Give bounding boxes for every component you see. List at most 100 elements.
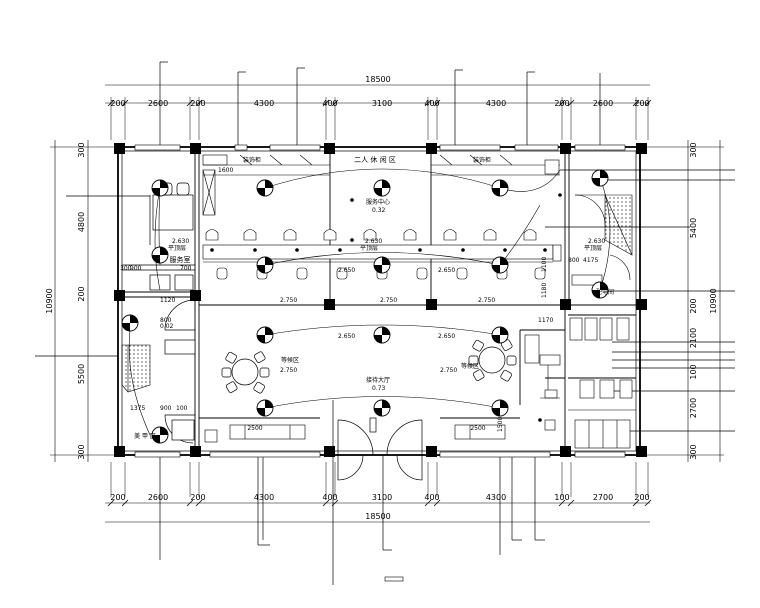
nail-stool [336, 267, 348, 280]
bottom-segment-label: 3100 [372, 493, 392, 502]
stair-left [121, 344, 151, 393]
entrance-doors [337, 417, 423, 481]
left-segment-label: 300 [77, 142, 86, 157]
bottom-segment-label: 400 [322, 493, 337, 502]
top-segment-label: 2600 [593, 99, 613, 108]
svg-text:平顶层: 平顶层 [360, 245, 378, 252]
right-segment-label: 300 [689, 444, 698, 459]
nail-stool [416, 267, 428, 280]
svg-text:2.630: 2.630 [588, 238, 605, 245]
top-segment-label: 2600 [148, 99, 168, 108]
svg-text:800: 800 [160, 317, 172, 324]
ceiling-light-icon [373, 399, 391, 417]
nail-chair [483, 229, 497, 241]
bottom-tick [632, 499, 640, 507]
svg-text:900: 900 [160, 405, 172, 412]
svg-text:1100: 1100 [541, 257, 548, 272]
top-segment-label: 4300 [486, 99, 506, 108]
cabinet-label-left: 装饰柜 [243, 156, 261, 164]
bench-label-left: 2500 [247, 425, 262, 432]
nail-stool [534, 267, 546, 280]
nail-stool [296, 267, 308, 280]
nail-chair [205, 229, 219, 241]
ceiling-light-icon [591, 281, 609, 299]
bottom-segment-label: 2700 [593, 493, 613, 502]
ceiling-light-icon [591, 169, 609, 187]
svg-text:1170: 1170 [538, 317, 553, 324]
bench-label-right: 2500 [470, 425, 485, 432]
svg-text:1180: 1180 [541, 283, 548, 298]
svg-text:300: 300 [120, 265, 132, 272]
ceiling-light-icon [491, 326, 509, 344]
benches [204, 424, 506, 443]
left-segment-label: 5500 [77, 364, 86, 384]
ceiling-light-icon [151, 246, 169, 264]
nail-chair [443, 229, 457, 241]
ceiling-light-icon [151, 179, 169, 197]
right-dimension-chain [640, 140, 724, 462]
right-segment-label: 2100 [689, 328, 698, 348]
nail-chair [323, 229, 337, 241]
nail-chair [363, 229, 377, 241]
top-segment-label: 400 [424, 99, 439, 108]
svg-text:800: 800 [568, 257, 580, 264]
svg-text:900: 900 [130, 265, 142, 272]
ceiling-light-icon [491, 179, 509, 197]
bottom-segment-label: 200 [190, 493, 205, 502]
bottom-dimension-chain [105, 502, 650, 523]
svg-text:2.630: 2.630 [365, 238, 382, 245]
right-segment-label: 100 [689, 364, 698, 379]
small-markers [210, 193, 562, 422]
ceiling-light-icon [256, 326, 274, 344]
power-room [571, 194, 631, 286]
svg-text:平顶层: 平顶层 [584, 245, 602, 252]
right-total-dimension: 10900 [709, 288, 718, 313]
top-segment-label: 4300 [254, 99, 274, 108]
hall-table-left [221, 351, 270, 394]
room-label-wait-left: 等候区 [281, 356, 299, 364]
room-label-hall: 接待大厅 [366, 376, 390, 384]
washroom-block [524, 317, 636, 449]
bottom-total-dimension: 18500 [365, 512, 390, 521]
ceiling-arcs [128, 168, 611, 436]
svg-text:2.650: 2.650 [438, 333, 455, 340]
bottom-segment-label: 2600 [148, 493, 168, 502]
scale-bar [384, 576, 404, 582]
svg-text:1600: 1600 [218, 167, 233, 174]
top-segment-label: 200 [110, 99, 125, 108]
top-counter-band [202, 154, 560, 216]
right-segment-label: 5400 [689, 218, 698, 238]
svg-text:2.750: 2.750 [380, 297, 397, 304]
cabinet-label-right: 装饰柜 [473, 156, 491, 164]
ceiling-light-icon [151, 426, 169, 444]
room-label-reception: 服务中心 [366, 198, 390, 206]
svg-text:平顶层: 平顶层 [168, 245, 186, 252]
callout-leaders [35, 61, 735, 585]
right-segment-label: 200 [689, 298, 698, 313]
bottom-tick [186, 499, 194, 507]
left-segment-label: 300 [77, 444, 86, 459]
svg-text:100: 100 [176, 405, 188, 412]
bottom-segment-label: 400 [424, 493, 439, 502]
light-fixtures [121, 169, 609, 444]
svg-text:2.750: 2.750 [478, 297, 495, 304]
stair-right [604, 194, 633, 256]
svg-text:0.02: 0.02 [160, 323, 174, 330]
nail-chair [243, 229, 257, 241]
svg-text:4175: 4175 [583, 257, 598, 264]
svg-text:1375: 1375 [130, 405, 145, 412]
bottom-tick [107, 499, 115, 507]
svg-text:700: 700 [180, 265, 192, 272]
small-dimension-labels: 1600 900 700 300 1375 100 900 800 1120 1… [120, 167, 598, 432]
svg-text:2.650: 2.650 [338, 267, 355, 274]
svg-text:0.32: 0.32 [372, 207, 386, 214]
top-segment-label: 3100 [372, 99, 392, 108]
nail-chair [283, 229, 297, 241]
svg-text:0.73: 0.73 [372, 385, 386, 392]
ceiling-light-icon [373, 256, 391, 274]
structural-columns [114, 143, 647, 457]
bottom-segment-label: 200 [634, 493, 649, 502]
svg-text:2.650: 2.650 [338, 333, 355, 340]
bottom-tick [424, 499, 432, 507]
svg-text:2.750: 2.750 [440, 367, 457, 374]
